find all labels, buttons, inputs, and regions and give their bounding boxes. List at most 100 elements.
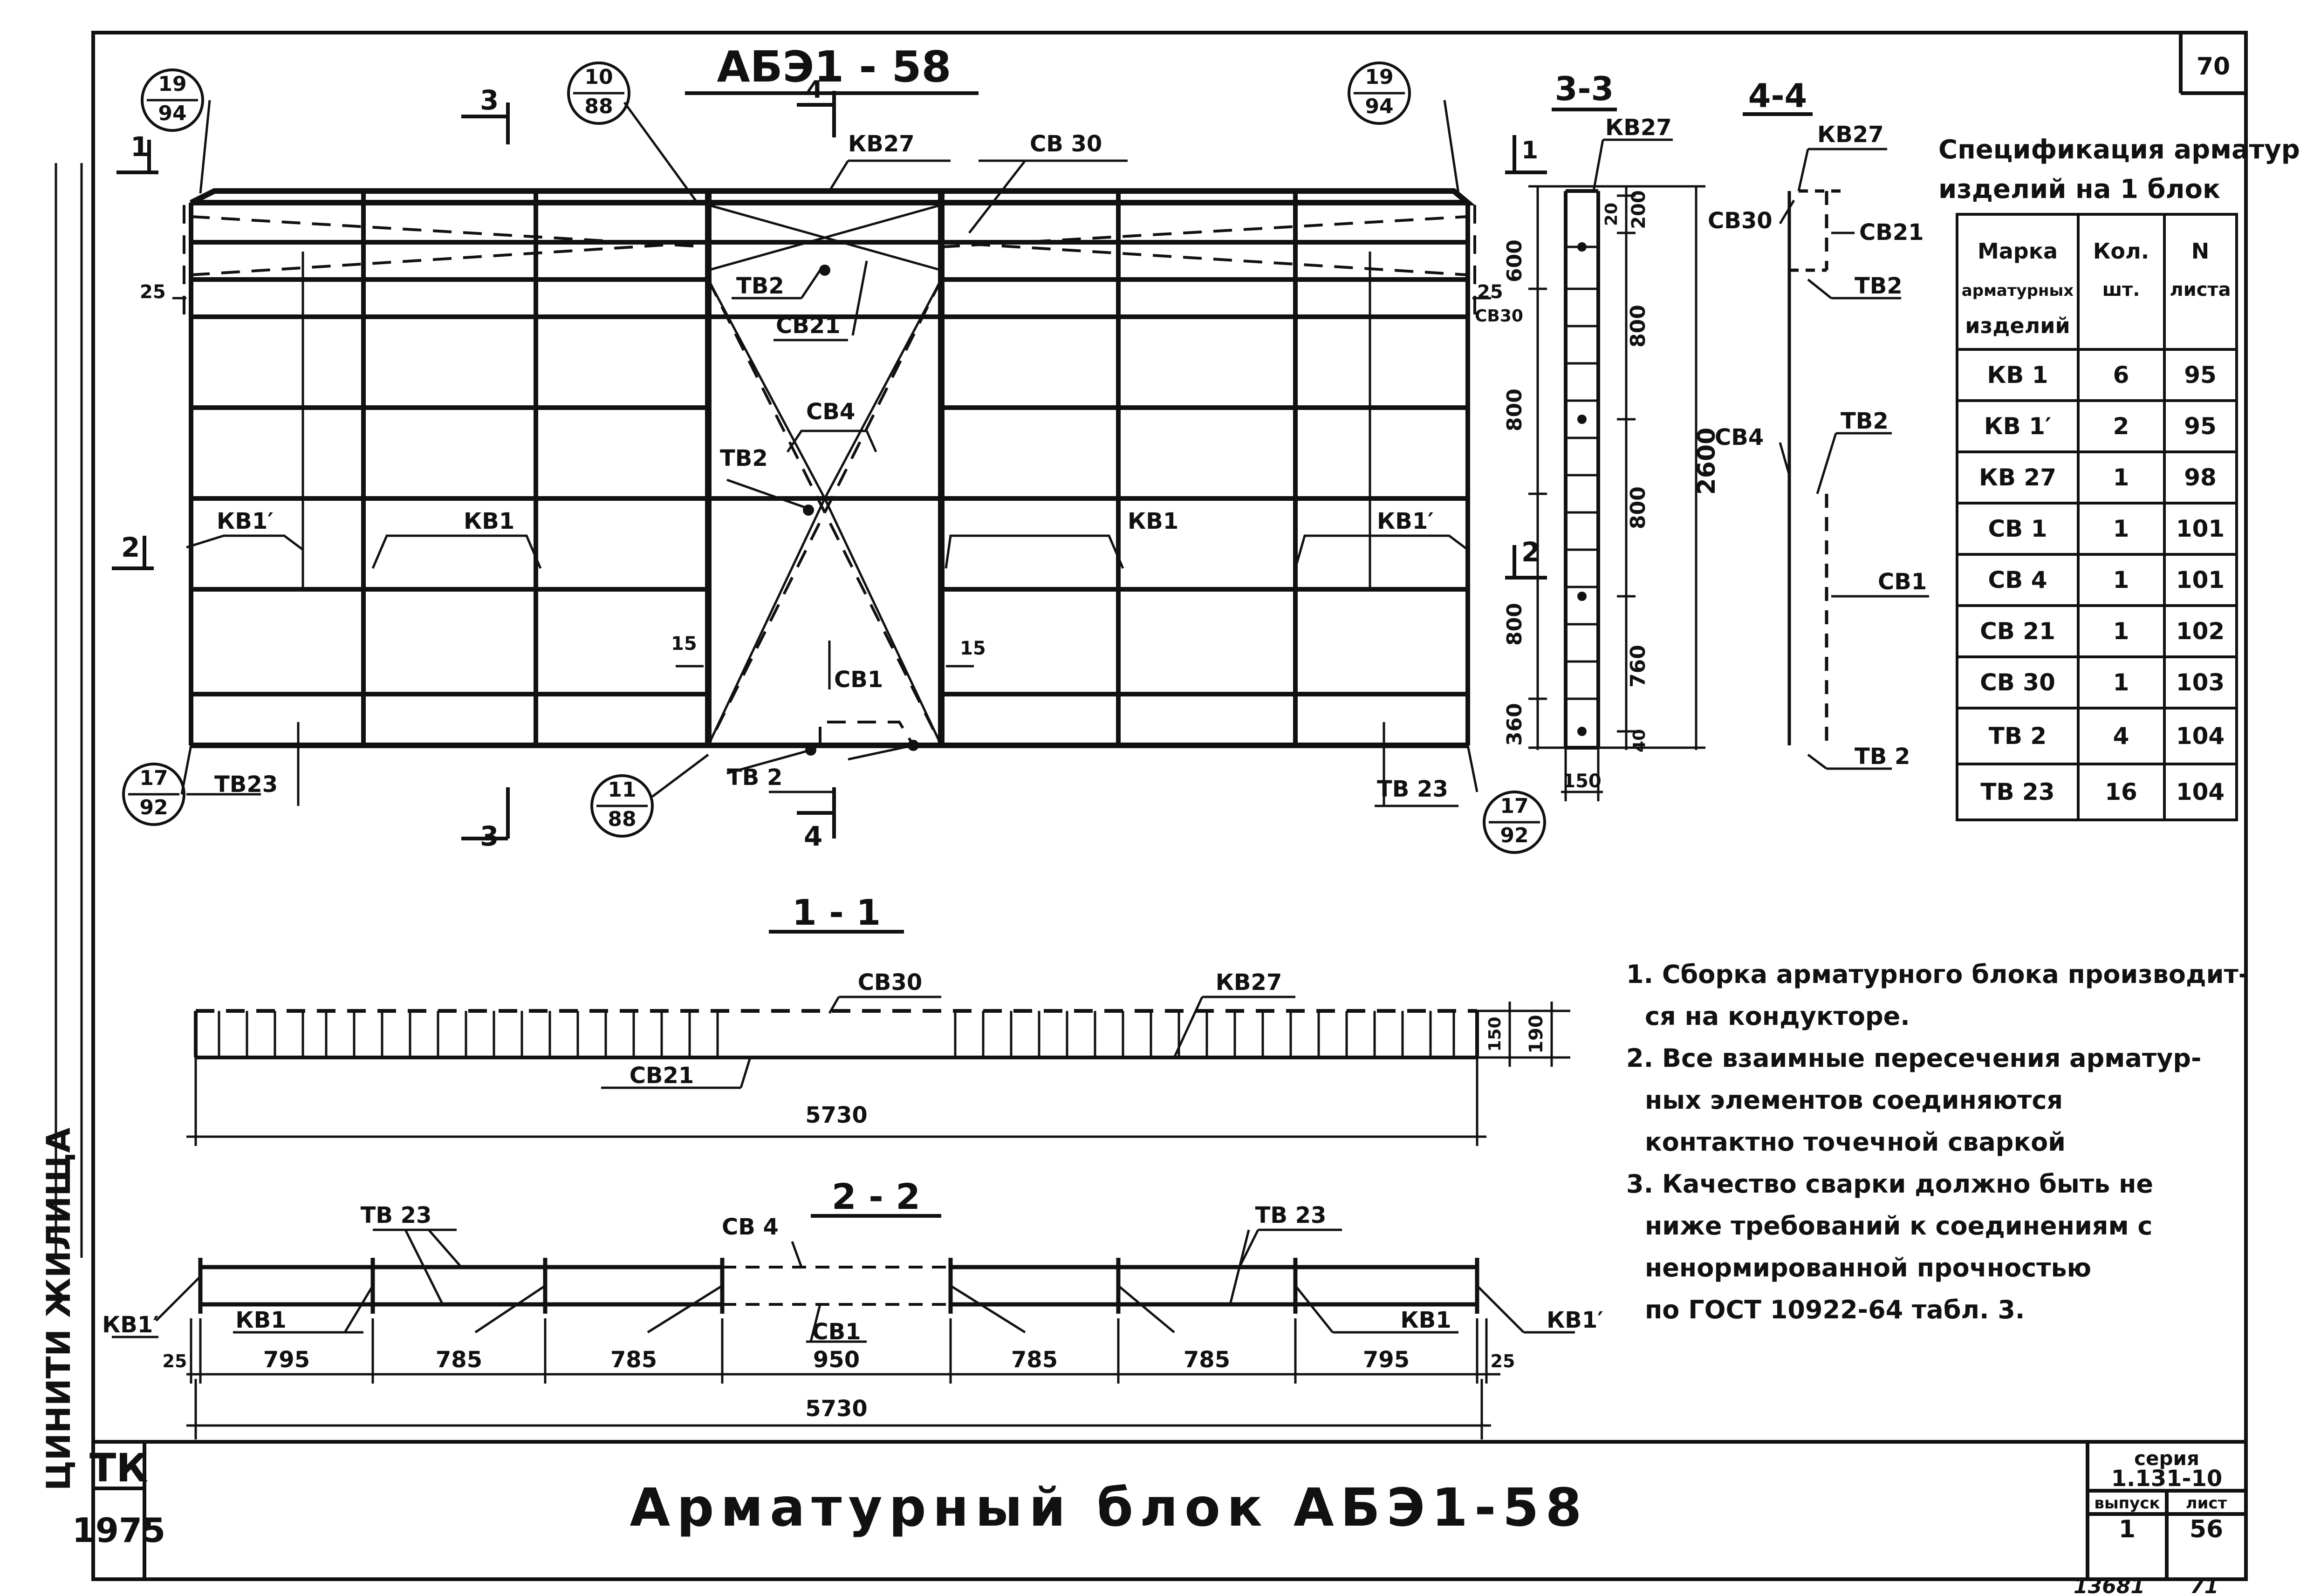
spec-row-4-mark: СВ 4 xyxy=(1988,566,2047,593)
spec-row-8-qty: 16 xyxy=(2105,778,2137,805)
spec-row-1-mark: КВ 1′ xyxy=(1984,413,2051,440)
section-4-4-tv2-bot: ТВ 2 xyxy=(1855,743,1910,770)
spec-row-2-sheet: 98 xyxy=(2184,464,2217,491)
section-2-2-dim-1: 795 xyxy=(263,1347,310,1373)
section-4-4-sv30: СВ30 xyxy=(1708,208,1773,234)
note-1-line-1: 1. Сборка арматурного блока производит- xyxy=(1626,960,2249,989)
spec-row-8-sheet: 104 xyxy=(2176,778,2225,805)
svg-text:10: 10 xyxy=(584,65,613,89)
spec-row-6-mark: СВ 30 xyxy=(1980,669,2055,696)
spec-title-line2: изделий на 1 блок xyxy=(1938,174,2220,205)
notes: 1. Сборка арматурного блока производит- … xyxy=(1626,960,2249,1324)
spec-header-mark-1: Марка xyxy=(1978,239,2058,264)
section-2-2-kv1p-left: КВ1′ xyxy=(102,1312,159,1338)
spec-row-3-qty: 1 xyxy=(2113,515,2129,542)
spec-header-qty-2: шт. xyxy=(2102,279,2140,300)
section-mark-4-bottom: 4 xyxy=(804,820,822,852)
section-2-2-dim-2: 785 xyxy=(436,1347,482,1373)
note-3-line-2: ниже требований к соединениям с xyxy=(1645,1211,2152,1241)
sheet-frame xyxy=(91,31,2248,1581)
label-tv2-c: ТВ 2 xyxy=(727,764,782,791)
callout-5: 11 88 xyxy=(590,774,654,838)
spec-row-0-mark: КВ 1 xyxy=(1987,361,2048,389)
label-sv30-right: СВ30 xyxy=(1475,307,1523,326)
section-1-1-sv30: СВ30 xyxy=(858,969,923,996)
section-4-4-sv21: СВ21 xyxy=(1859,219,1924,246)
note-2-line-3: контактно точечной сваркой xyxy=(1645,1127,2066,1157)
side-stamp: ЦИНИТИ ЖИЛИЩА xyxy=(40,1128,78,1491)
title-block-name: Арматурный блок АБЭ1-58 xyxy=(630,1478,1588,1538)
section-4-4-title: 4-4 xyxy=(1748,77,1807,115)
section-2-2-dim-8: 25 xyxy=(1491,1351,1515,1371)
title-block: ТК 1975 Арматурный блок АБЭ1-58 серия 1.… xyxy=(72,1445,2227,1550)
section-2-2: 2 - 2 xyxy=(102,1176,1603,1439)
dim-33-total: 2600 xyxy=(1693,428,1721,495)
title-block-issue-label: выпуск xyxy=(2094,1494,2160,1513)
dim-33-right-1: 200 xyxy=(1628,190,1650,229)
section-3-3-kv27: КВ27 xyxy=(1605,115,1672,141)
svg-text:17: 17 xyxy=(1500,794,1528,818)
spec-row-5-qty: 1 xyxy=(2113,618,2129,645)
svg-text:88: 88 xyxy=(584,95,613,118)
dim-33-left-2: 800 xyxy=(1503,603,1526,646)
section-2-2-tv23-left: ТВ 23 xyxy=(361,1202,432,1228)
title-block-tk: ТК xyxy=(89,1445,148,1491)
title-block-series: 1.131-10 xyxy=(2111,1466,2223,1492)
svg-text:11: 11 xyxy=(608,778,636,802)
drawing-title: АБЭ1 - 58 xyxy=(717,42,951,92)
note-3-line-4: по ГОСТ 10922-64 табл. 3. xyxy=(1645,1295,2025,1324)
spec-row-1-sheet: 95 xyxy=(2184,413,2217,440)
dim-33-right-2: 800 xyxy=(1626,305,1650,348)
spec-row-1-qty: 2 xyxy=(2113,413,2129,440)
dim-25-right: 25 xyxy=(1477,281,1503,303)
section-1-1-d150: 150 xyxy=(1485,1016,1505,1051)
section-2-2-dim-0: 25 xyxy=(163,1351,187,1371)
dim-33-right-0: 20 xyxy=(1602,203,1621,226)
note-1-line-2: ся на кондукторе. xyxy=(1645,1002,1910,1031)
spec-header-sheet-1: N xyxy=(2191,239,2210,264)
svg-text:19: 19 xyxy=(1365,65,1393,89)
callout-1: 19 94 xyxy=(141,68,204,132)
section-mark-4-top: 4 xyxy=(806,76,823,104)
title-block-series-label: серия xyxy=(2134,1447,2199,1470)
spec-row-6-qty: 1 xyxy=(2113,669,2129,696)
callout-3: 19 94 xyxy=(1348,61,1411,125)
spec-header-qty-1: Кол. xyxy=(2093,239,2149,264)
note-3-line-3: ненормированной прочностью xyxy=(1645,1253,2091,1282)
callout-4: 17 92 xyxy=(122,763,185,826)
section-mark-2-left: 2 xyxy=(121,532,140,563)
main-elevation: 1 2 3 3 4 4 1 2 КВ27 СВ 30 ТВ2 СВ21 СВ4 … xyxy=(112,61,1547,854)
spec-row-3-mark: СВ 1 xyxy=(1988,515,2047,542)
spec-row-0-qty: 6 xyxy=(2113,361,2129,389)
spec-row-7-sheet: 104 xyxy=(2176,723,2225,750)
section-1-1-sv21: СВ21 xyxy=(630,1063,694,1089)
svg-text:92: 92 xyxy=(1500,824,1528,847)
label-kv1p-left: КВ1′ xyxy=(217,508,274,534)
spec-header-mark-2: арматурных xyxy=(1962,281,2074,300)
section-1-1-d190: 190 xyxy=(1526,1015,1547,1054)
dim-33-right-5: 40 xyxy=(1630,729,1649,752)
section-2-2-sv4: СВ 4 xyxy=(722,1214,779,1240)
label-kv1p-right: КВ1′ xyxy=(1377,508,1434,534)
title-block-sheet-label: лист xyxy=(2186,1494,2227,1513)
label-kv27: КВ27 xyxy=(848,131,915,157)
section-2-2-tv23-right: ТВ 23 xyxy=(1255,1202,1327,1228)
section-1-1-title: 1 - 1 xyxy=(792,892,881,933)
section-4-4: 4-4 КВ27 СВ30 СВ21 ТВ2 СВ4 xyxy=(1708,77,1929,770)
label-sv1: СВ1 xyxy=(834,667,883,693)
dim-25-left: 25 xyxy=(140,281,166,303)
title-block-issue: 1 xyxy=(2119,1515,2136,1543)
dim-33-width: 150 xyxy=(1562,771,1602,792)
section-1-1: 1 - 1 xyxy=(186,892,1570,1146)
spec-header-mark-3: изделий xyxy=(1965,313,2070,338)
spec-row-8-mark: ТВ 23 xyxy=(1980,778,2054,805)
section-2-2-dim-3: 785 xyxy=(610,1347,657,1373)
spec-row-0-sheet: 95 xyxy=(2184,361,2217,389)
section-2-2-dim-7: 795 xyxy=(1363,1347,1410,1373)
label-kv1-left: КВ1 xyxy=(464,508,514,534)
note-2-line-1: 2. Все взаимные пересечения арматур- xyxy=(1626,1044,2201,1073)
section-1-1-length: 5730 xyxy=(805,1102,868,1128)
dim-15-right: 15 xyxy=(960,638,986,659)
footer-handwritten-left: 13681 xyxy=(2074,1575,2145,1596)
spec-row-7-mark: ТВ 2 xyxy=(1989,723,2047,750)
